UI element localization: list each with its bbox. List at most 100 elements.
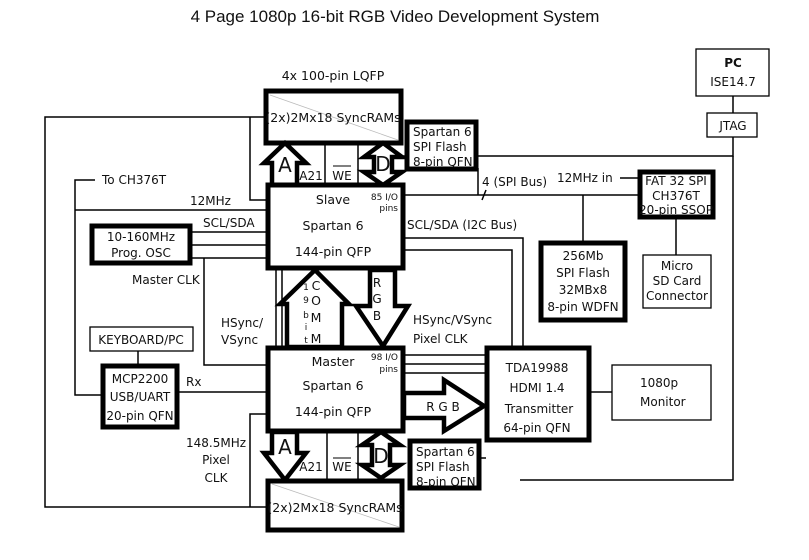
clk-12mhz-label: 12MHz <box>190 194 231 208</box>
sdcard-line: Connector <box>646 289 708 303</box>
hdmi-line: 64-pin QFN <box>503 421 570 435</box>
master-io-unit: pins <box>379 365 398 375</box>
pc-block: PC ISE14.7 <box>695 48 770 97</box>
slave-fpga-line: Slave <box>316 192 350 207</box>
ch376-line: CH376T <box>652 189 700 203</box>
clk-in-label: 12MHz in <box>557 171 613 185</box>
comm-letter: M <box>311 310 322 325</box>
osc-line: Prog. OSC <box>111 246 171 260</box>
mcp-box <box>100 363 180 430</box>
slave-io-count: 85 I/O <box>371 193 398 203</box>
pc-title: PC <box>724 56 742 70</box>
wiring <box>44 96 734 508</box>
bottom-flash-line: SPI Flash <box>416 460 470 474</box>
comm-bits-char: 1 <box>303 283 309 293</box>
hdmi-box <box>484 345 592 443</box>
pc-software: ISE14.7 <box>710 75 755 89</box>
top-sram-block: 4x 100-pin LQFP (2x)2Mx18 SyncRAMs <box>263 68 404 146</box>
top-a21-label: A21 <box>299 169 322 183</box>
pc-box <box>695 48 770 97</box>
rgb-vertical-letter: B <box>373 309 381 323</box>
scl-sda-label: SCL/SDA <box>203 216 255 230</box>
bottom-flash-line: 8-pin QFN <box>416 475 476 489</box>
jtag-block: JTAG <box>706 112 758 138</box>
osc-box <box>89 223 193 266</box>
bottom-data-arrow <box>354 429 408 481</box>
top-arrow-d-label: D <box>375 152 390 176</box>
monitor-line: 1080p <box>640 376 678 390</box>
pixel-clk-line: CLK <box>205 471 229 485</box>
sram-bus-wire <box>44 116 266 508</box>
bottom-address-arrow <box>259 429 311 484</box>
master-fpga-box <box>265 345 406 434</box>
monitor-line: Monitor <box>640 395 686 409</box>
top-address-arrow <box>258 139 312 188</box>
mcp-block: MCP2200 USB/UART 20-pin QFN <box>100 363 180 430</box>
slave-fpga-block: Slave Spartan 6 144-pin QFP 85 I/O pins <box>265 182 406 271</box>
spi-flash-256-line: 8-pin WDFN <box>547 300 618 314</box>
i2c-wire-1 <box>403 237 524 348</box>
to-ch376t-label: To CH376T <box>101 173 167 187</box>
bottom-flash-line: Spartan 6 <box>416 445 475 459</box>
osc-block: 10-160MHz Prog. OSC <box>89 223 193 266</box>
master-io-count: 98 I/O <box>371 353 398 363</box>
top-arrow-a-label: A <box>278 153 292 177</box>
sdcard-line: SD Card <box>653 274 702 288</box>
bottom-a21-label: A21 <box>299 460 322 474</box>
spi-flash-256-box <box>538 240 628 323</box>
rgb-horizontal-label: R G B <box>426 400 460 414</box>
bottom-arrow-a-label: A <box>278 435 292 459</box>
bottom-sram-label: (2x)2Mx18 SyncRAMs <box>267 500 402 515</box>
master-fpga-block: Master Spartan 6 144-pin QFP 98 I/O pins <box>265 345 406 434</box>
top-flash-line: Spartan 6 <box>413 125 472 139</box>
rgb-down-arrow <box>351 267 413 351</box>
top-sram-diagonal <box>269 94 399 141</box>
sdcard-line: Micro <box>661 259 693 273</box>
spi-bus-slash <box>481 189 487 201</box>
keyboard-box <box>89 326 194 352</box>
rx-label: Rx <box>186 375 201 389</box>
top-flash-block: Spartan 6 SPI Flash 8-pin QFN <box>404 119 479 172</box>
ch376-box <box>637 169 716 220</box>
sdcard-box <box>642 254 712 309</box>
diagram-title: 4 Page 1080p 16-bit RGB Video Developmen… <box>191 7 600 26</box>
ch376-line: 20-pin SSOP <box>639 203 713 217</box>
slave-12mhz-wire <box>249 117 268 201</box>
top-we-label: WE <box>332 169 351 183</box>
comm-bits-char: b <box>303 311 309 321</box>
jtag-label: JTAG <box>718 119 746 133</box>
monitor-block: 1080p Monitor <box>611 364 712 421</box>
mcp-line: USB/UART <box>110 390 171 404</box>
ch376t-uart-wire <box>74 179 103 396</box>
slave-fpga-line: Spartan 6 <box>302 218 363 233</box>
hdmi-line: HDMI 1.4 <box>509 381 564 395</box>
i2c-bus-label: SCL/SDA (I2C Bus) <box>407 218 517 232</box>
comm-arrow-text: C O M M 1 9 b i t <box>303 278 321 346</box>
hsync-label-1: HSync/ <box>221 316 264 330</box>
bottom-arrow-d-label: D <box>373 444 388 468</box>
osc-line: 10-160MHz <box>107 230 175 244</box>
spi-flash-256-line: SPI Flash <box>556 266 610 280</box>
bottom-flash-block: Spartan 6 SPI Flash 8-pin QFN <box>407 438 482 491</box>
hdmi-block: TDA19988 HDMI 1.4 Transmitter 64-pin QFN <box>484 345 592 443</box>
hsync-label-2: VSync <box>221 333 258 347</box>
monitor-box <box>611 364 712 421</box>
hv-pixel-label-1: HSync/VSync <box>413 313 492 327</box>
comm-arrow <box>274 266 355 350</box>
rgb-vertical-letter: R <box>373 276 381 290</box>
top-flash-line: SPI Flash <box>413 140 467 154</box>
slave-io-unit: pins <box>379 204 398 214</box>
ch376-block: FAT 32 SPI CH376T 20-pin SSOP <box>637 169 716 220</box>
rgb-vertical-letter: G <box>372 292 381 306</box>
top-sram-label: (2x)2Mx18 SyncRAMs <box>265 110 400 125</box>
sram-package-caption: 4x 100-pin LQFP <box>282 68 385 83</box>
ch376-line: FAT 32 SPI <box>645 174 707 188</box>
comm-letter: C <box>312 278 321 293</box>
jtag-box <box>706 112 758 138</box>
spi-flash-256-line: 256Mb <box>563 249 604 263</box>
mcp-line: 20-pin QFN <box>106 409 173 423</box>
i2c-wire-2 <box>403 249 513 348</box>
master-fpga-line: Master <box>312 354 356 369</box>
top-flash-box <box>404 119 479 172</box>
